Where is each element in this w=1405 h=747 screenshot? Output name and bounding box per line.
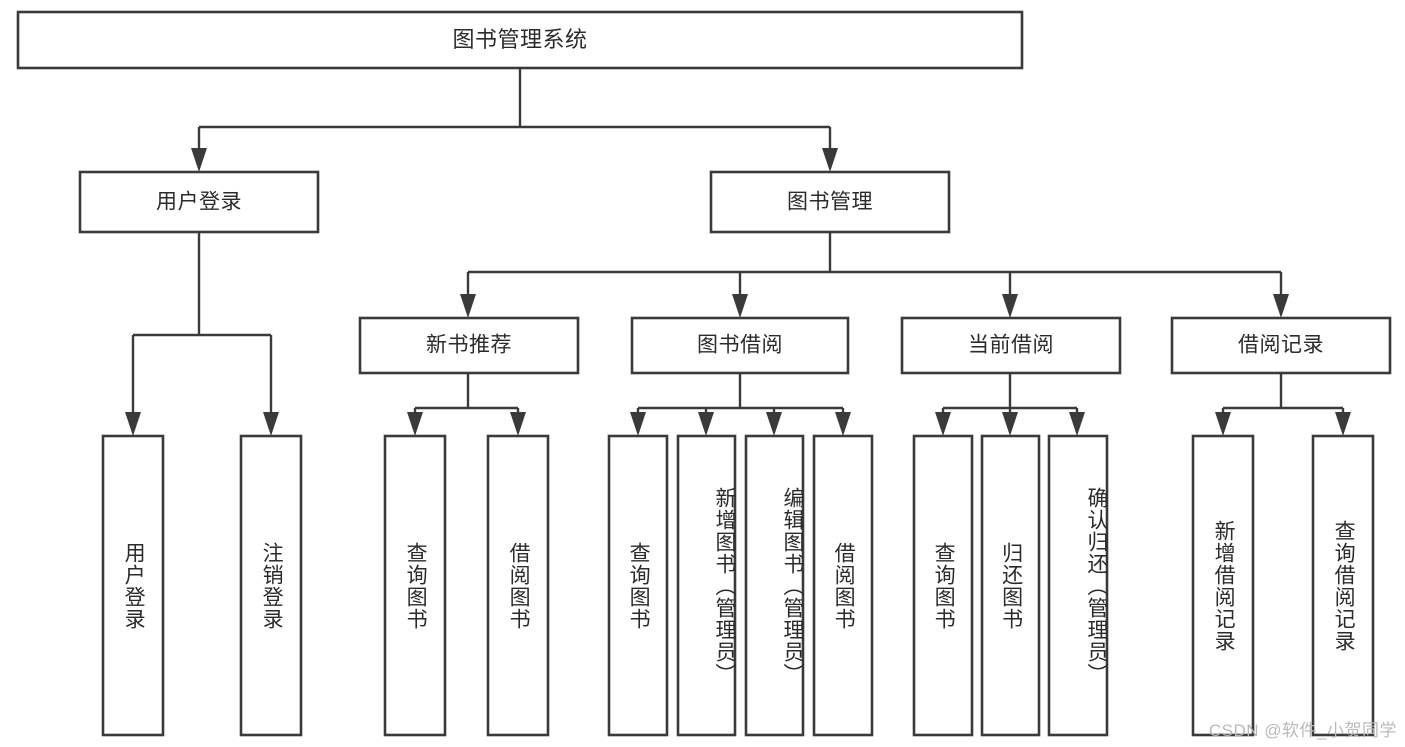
arrowhead-leaf-add-book-admin (698, 412, 714, 436)
arrowhead-book-borrow (732, 294, 748, 318)
node-user-login-box[interactable] (78, 170, 320, 234)
node-book-management-label: 图书管理 (787, 191, 873, 214)
arrowhead-leaf-query-book-3 (935, 412, 951, 436)
arrowhead-leaf-borrow-book-2 (835, 412, 851, 436)
root-node-label: 图书管理系统 (452, 27, 587, 52)
arrowhead-leaf-borrow-book-1 (510, 412, 526, 436)
leaf-query-book-3-box[interactable] (912, 434, 974, 737)
connector-group-current-borrow (935, 373, 1085, 436)
watermark-text: CSDN @软件_小贺同学 (1208, 721, 1397, 740)
arrowhead-leaf-logout (263, 412, 279, 436)
connector-group-user-login (125, 232, 279, 436)
arrowhead-leaf-add-borrow-record (1215, 412, 1231, 436)
leaf-user-login-box[interactable] (101, 434, 165, 737)
connector-group-book-mgmt (460, 232, 1289, 318)
leaf-borrow-book-2-box[interactable] (812, 434, 874, 737)
connector-group-new-book-recommend (407, 373, 526, 436)
node-new-book-recommend-box[interactable] (358, 316, 580, 375)
node-book-borrow-box[interactable] (630, 316, 850, 375)
leaf-add-book-admin-box[interactable] (676, 434, 737, 737)
arrowhead-current-borrow (1002, 294, 1018, 318)
leaf-edit-book-admin-box[interactable] (744, 434, 805, 737)
leaf-logout-box[interactable] (239, 434, 303, 737)
arrowhead-leaf-query-book-1 (407, 412, 423, 436)
leaf-query-book-2-box[interactable] (607, 434, 669, 737)
node-book-borrow-label: 图书借阅 (697, 334, 783, 357)
arrowhead-user-login (191, 148, 207, 172)
arrowhead-leaf-return-book (1002, 412, 1018, 436)
leaf-query-book-1-box[interactable] (383, 434, 447, 737)
arrowhead-leaf-user-login (125, 412, 141, 436)
connector-group-borrow-record (1215, 373, 1351, 436)
arrowhead-book-mgmt (822, 148, 838, 172)
arrowhead-leaf-confirm-return-admin (1069, 412, 1085, 436)
arrowhead-borrow-record (1273, 294, 1289, 318)
node-new-book-recommend-label: 新书推荐 (426, 334, 512, 357)
arrowhead-new-book-recommend (460, 294, 476, 318)
node-current-borrow-label: 当前借阅 (968, 334, 1054, 357)
leaf-borrow-book-1-box[interactable] (486, 434, 550, 737)
connector-group-root (191, 68, 838, 172)
node-borrow-record-label: 借阅记录 (1238, 334, 1324, 357)
arrowhead-leaf-query-borrow-record (1335, 412, 1351, 436)
arrowhead-leaf-edit-book-admin (766, 412, 782, 436)
leaf-return-book-box[interactable] (980, 434, 1041, 737)
node-current-borrow-box[interactable] (900, 316, 1122, 375)
leaf-confirm-return-admin-box[interactable] (1047, 434, 1109, 737)
arrowhead-leaf-query-book-2 (630, 412, 646, 436)
leaf-query-borrow-record-box[interactable] (1311, 434, 1375, 737)
root-node-box[interactable] (16, 10, 1024, 70)
connector-group-book-borrow (630, 373, 851, 436)
leaf-add-borrow-record-box[interactable] (1191, 434, 1255, 737)
node-book-management-box[interactable] (709, 170, 951, 234)
node-user-login-label: 用户登录 (156, 191, 242, 214)
node-borrow-record-box[interactable] (1170, 316, 1392, 375)
